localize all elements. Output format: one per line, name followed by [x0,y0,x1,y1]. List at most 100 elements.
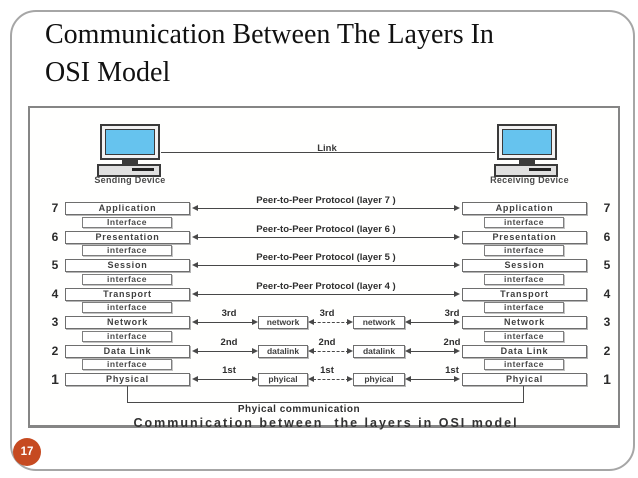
middle-node-box: datalink [353,344,405,358]
layer-box-left: Application [65,202,190,215]
layer-box-right: Application [462,202,587,215]
layer-box-right: Network [462,316,587,329]
layer-box-right: Phyical [462,373,587,386]
arrow-head-left-icon [192,290,198,297]
arrow-head-right-icon [454,205,460,211]
hop-dashed-line [313,350,349,352]
arrow-head-left-icon [405,376,411,382]
interface-box-right: interface [484,359,564,370]
layer-number-right: 2 [603,343,611,358]
arrow-head-left-icon [405,347,411,354]
protocol-label: Peer-to-Peer Protocol (layer 4 ) [256,280,396,292]
link-label: Link [317,143,337,154]
diagram-caption: Communication between the layers in OSI … [133,416,519,430]
interface-box-left: interface [82,330,172,342]
interface-box-right: interface [484,245,564,256]
sending-device-stand [122,160,138,164]
interface-box-left: interface [82,359,172,370]
receiving-device-icon [497,124,557,160]
slide-border [10,10,635,471]
sending-device-slot [132,168,154,171]
layer-number-right: 4 [603,286,611,301]
arrow-head-left-icon [405,319,411,325]
layer-number-left: 4 [51,286,59,301]
physical-communication-bracket [127,386,524,403]
layer-number-right: 7 [603,201,611,215]
arrow-head-right-icon [454,233,460,240]
arrow-head-left-icon [308,376,314,382]
hop-label: 3rd [319,308,335,319]
layer-box-left: Physical [65,373,190,386]
interface-box-right: interface [484,330,564,342]
arrow-head-left-icon [308,347,314,354]
arrow-head-left-icon [192,262,198,268]
arrow-head-right-icon [252,319,258,325]
layer-box-left: Presentation [65,230,190,244]
arrow-head-left-icon [192,376,198,382]
receiving-device-slot [529,168,551,171]
arrow-head-right-icon [252,376,258,382]
layer-box-right: Presentation [462,230,587,244]
layer-number-left: 7 [51,201,59,215]
hop-label: 3rd [444,308,460,319]
protocol-label: Peer-to-Peer Protocol (layer 6 ) [256,223,396,235]
slide-title-line2: OSI Model [45,57,171,88]
hop-label: 2nd [443,336,461,348]
layer-box-left: Network [65,316,190,329]
layer-number-right: 1 [603,371,611,387]
sending-device-label: Sending Device [94,175,166,185]
page-number-badge: 17 [13,438,41,466]
interface-box-right: interface [484,302,564,313]
middle-node-box: phyical [353,373,405,386]
arrow-head-right-icon [454,262,460,268]
layer-number-left: 2 [51,343,59,358]
arrow-head-right-icon [347,376,353,382]
layer-number-left: 3 [51,315,59,329]
layer-box-left: Transport [65,287,190,301]
interface-box-right: interface [484,216,564,228]
arrow-head-right-icon [454,347,460,354]
arrow-head-left-icon [308,319,314,325]
layer-box-right: Transport [462,287,587,301]
hop-label: 3rd [221,308,237,319]
layer-box-right: Data Link [462,344,587,358]
layer-number-right: 6 [603,229,611,244]
hop-arrow-line [410,322,456,323]
protocol-arrow-line [197,293,455,295]
receiving-device-screen [502,129,552,155]
hop-label: 2nd [220,336,238,348]
hop-dashed-line [313,322,349,323]
layer-box-left: Session [65,259,190,272]
hop-label: 1st [445,365,459,376]
hop-dashed-line [313,379,349,380]
hop-label: 1st [222,365,236,376]
layer-number-left: 1 [51,371,59,387]
layer-box-right: Session [462,259,587,272]
hop-arrow-line [197,379,254,380]
sending-device-base [97,164,161,177]
slide-title-line1: Communication Between The Layers In [45,19,494,50]
arrow-head-right-icon [454,376,460,382]
arrow-head-left-icon [192,347,198,354]
middle-node-box: phyical [258,373,308,386]
middle-node-box: network [353,316,405,329]
arrow-head-right-icon [347,319,353,325]
interface-box-left: interface [82,302,172,313]
sending-device-screen [105,129,155,155]
receiving-device-base [494,164,558,177]
osi-diagram-panel: Sending Device Receiving Device Link 7 A… [28,106,620,430]
layer-number-right: 5 [603,258,611,272]
physical-communication-label: Phyical communication [237,404,361,415]
protocol-arrow-line [197,236,455,238]
receiving-device-stand [519,160,535,164]
arrow-head-right-icon [252,347,258,354]
sending-device-icon [100,124,160,160]
layer-box-left: Data Link [65,344,190,358]
interface-box-left: Interface [82,216,172,228]
slide-title: Communication Between The Layers In OSI … [45,16,605,92]
interface-box-left: interface [82,245,172,256]
arrow-head-right-icon [347,347,353,354]
hop-arrow-line [410,379,456,380]
arrow-head-left-icon [192,205,198,211]
layer-number-left: 6 [51,229,59,244]
